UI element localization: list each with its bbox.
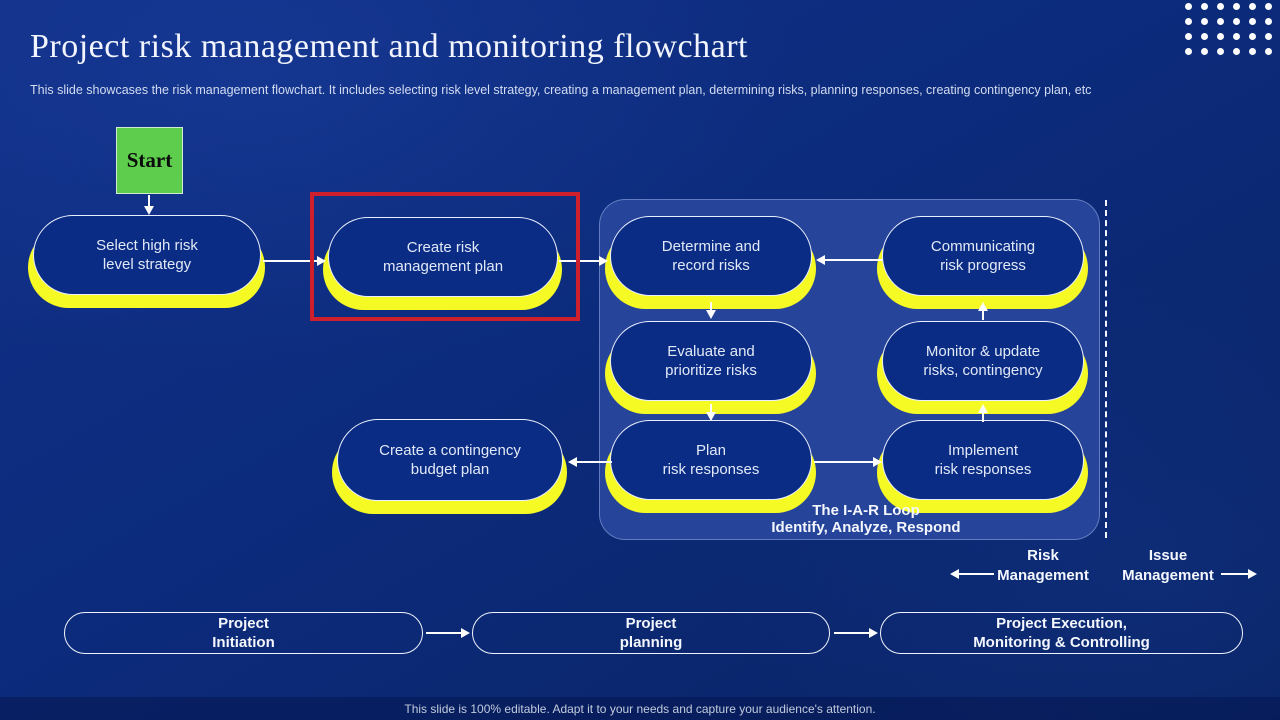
dot: [1185, 18, 1192, 25]
dot-grid-decoration: [1185, 3, 1272, 55]
dot: [1201, 18, 1208, 25]
dot: [1217, 3, 1224, 10]
phase-project-planning: Project planning: [472, 612, 830, 654]
flow-node-label: Create a contingency budget plan: [337, 419, 563, 501]
page-title: Project risk management and monitoring f…: [30, 28, 748, 65]
risk-management-arrow-icon: [958, 573, 994, 575]
flow-node-create-contingency-budget-plan: Create a contingency budget plan: [332, 419, 567, 514]
dot: [1233, 18, 1240, 25]
dot: [1217, 48, 1224, 55]
iar-loop-subtitle: Identify, Analyze, Respond: [771, 519, 961, 536]
flow-node-communicating-risk-progress: Communicating risk progress: [877, 216, 1088, 309]
connector-planning-to-execution-icon: [834, 632, 870, 634]
dot: [1201, 48, 1208, 55]
flow-node-determine-and-record-risks: Determine and record risks: [605, 216, 816, 309]
flow-node-label: Determine and record risks: [610, 216, 812, 296]
dot: [1265, 33, 1272, 40]
flow-node-implement-risk-responses: Implement risk responses: [877, 420, 1088, 513]
connector-initiation-to-planning-icon: [426, 632, 462, 634]
dot: [1249, 3, 1256, 10]
risk-issue-divider: [1105, 200, 1107, 538]
flow-node-label: Evaluate and prioritize risks: [610, 321, 812, 401]
flow-node-evaluate-and-prioritize-risks: Evaluate and prioritize risks: [605, 321, 816, 414]
flow-node-label: Plan risk responses: [610, 420, 812, 500]
dot: [1185, 48, 1192, 55]
flow-node-plan-risk-responses: Plan risk responses: [605, 420, 816, 513]
connector-determine-to-evaluate-icon: [710, 302, 712, 311]
flow-node-label: Create risk management plan: [328, 217, 558, 297]
connector-start-to-select-icon: [148, 195, 150, 207]
connector-communicating-to-determine-icon: [824, 259, 882, 261]
flow-node-select-high-risk-level-strategy: Select high risk level strategy: [28, 215, 265, 308]
phase-project-initiation: Project Initiation: [64, 612, 423, 654]
flow-node-label: Monitor & update risks, contingency: [882, 321, 1084, 401]
footer-bar: This slide is 100% editable. Adapt it to…: [0, 697, 1280, 720]
connector-select-to-create-icon: [263, 260, 318, 262]
highlight-red-box: [310, 192, 580, 321]
slide-subtitle: This slide showcases the risk management…: [30, 83, 1092, 97]
dot: [1249, 33, 1256, 40]
dot: [1217, 33, 1224, 40]
dot: [1217, 18, 1224, 25]
issue-management-arrow-icon: [1221, 573, 1249, 575]
iar-loop-title: The I-A-R Loop: [812, 502, 920, 519]
dot: [1233, 33, 1240, 40]
dot: [1185, 33, 1192, 40]
dot: [1233, 3, 1240, 10]
connector-implement-to-monitor-icon: [982, 412, 984, 422]
connector-plan-to-implement-icon: [814, 461, 874, 463]
dot: [1201, 33, 1208, 40]
dot: [1265, 3, 1272, 10]
flow-node-label: Select high risk level strategy: [33, 215, 261, 295]
dot: [1201, 3, 1208, 10]
dot: [1265, 48, 1272, 55]
flow-node-label: Communicating risk progress: [882, 216, 1084, 296]
flow-node-label: Implement risk responses: [882, 420, 1084, 500]
dot: [1185, 3, 1192, 10]
connector-evaluate-to-plan-icon: [710, 404, 712, 413]
flow-node-monitor-update-risks-contingency: Monitor & update risks, contingency: [877, 321, 1088, 414]
dot: [1249, 18, 1256, 25]
flow-node-create-risk-management-plan: Create risk management plan: [323, 217, 562, 310]
lane-label-risk-management: Risk Management: [997, 547, 1089, 584]
iar-loop-caption: The I-A-R Loop Identify, Analyze, Respon…: [716, 502, 1016, 536]
footer-note: This slide is 100% editable. Adapt it to…: [404, 701, 876, 716]
lane-label-issue-management: Issue Management: [1122, 547, 1214, 584]
dot: [1265, 18, 1272, 25]
start-node: Start: [116, 127, 183, 194]
phase-project-execution: Project Execution, Monitoring & Controll…: [880, 612, 1243, 654]
dot: [1249, 48, 1256, 55]
connector-monitor-to-communicating-icon: [982, 310, 984, 320]
connector-plan-to-contingency-icon: [576, 461, 612, 463]
dot: [1233, 48, 1240, 55]
